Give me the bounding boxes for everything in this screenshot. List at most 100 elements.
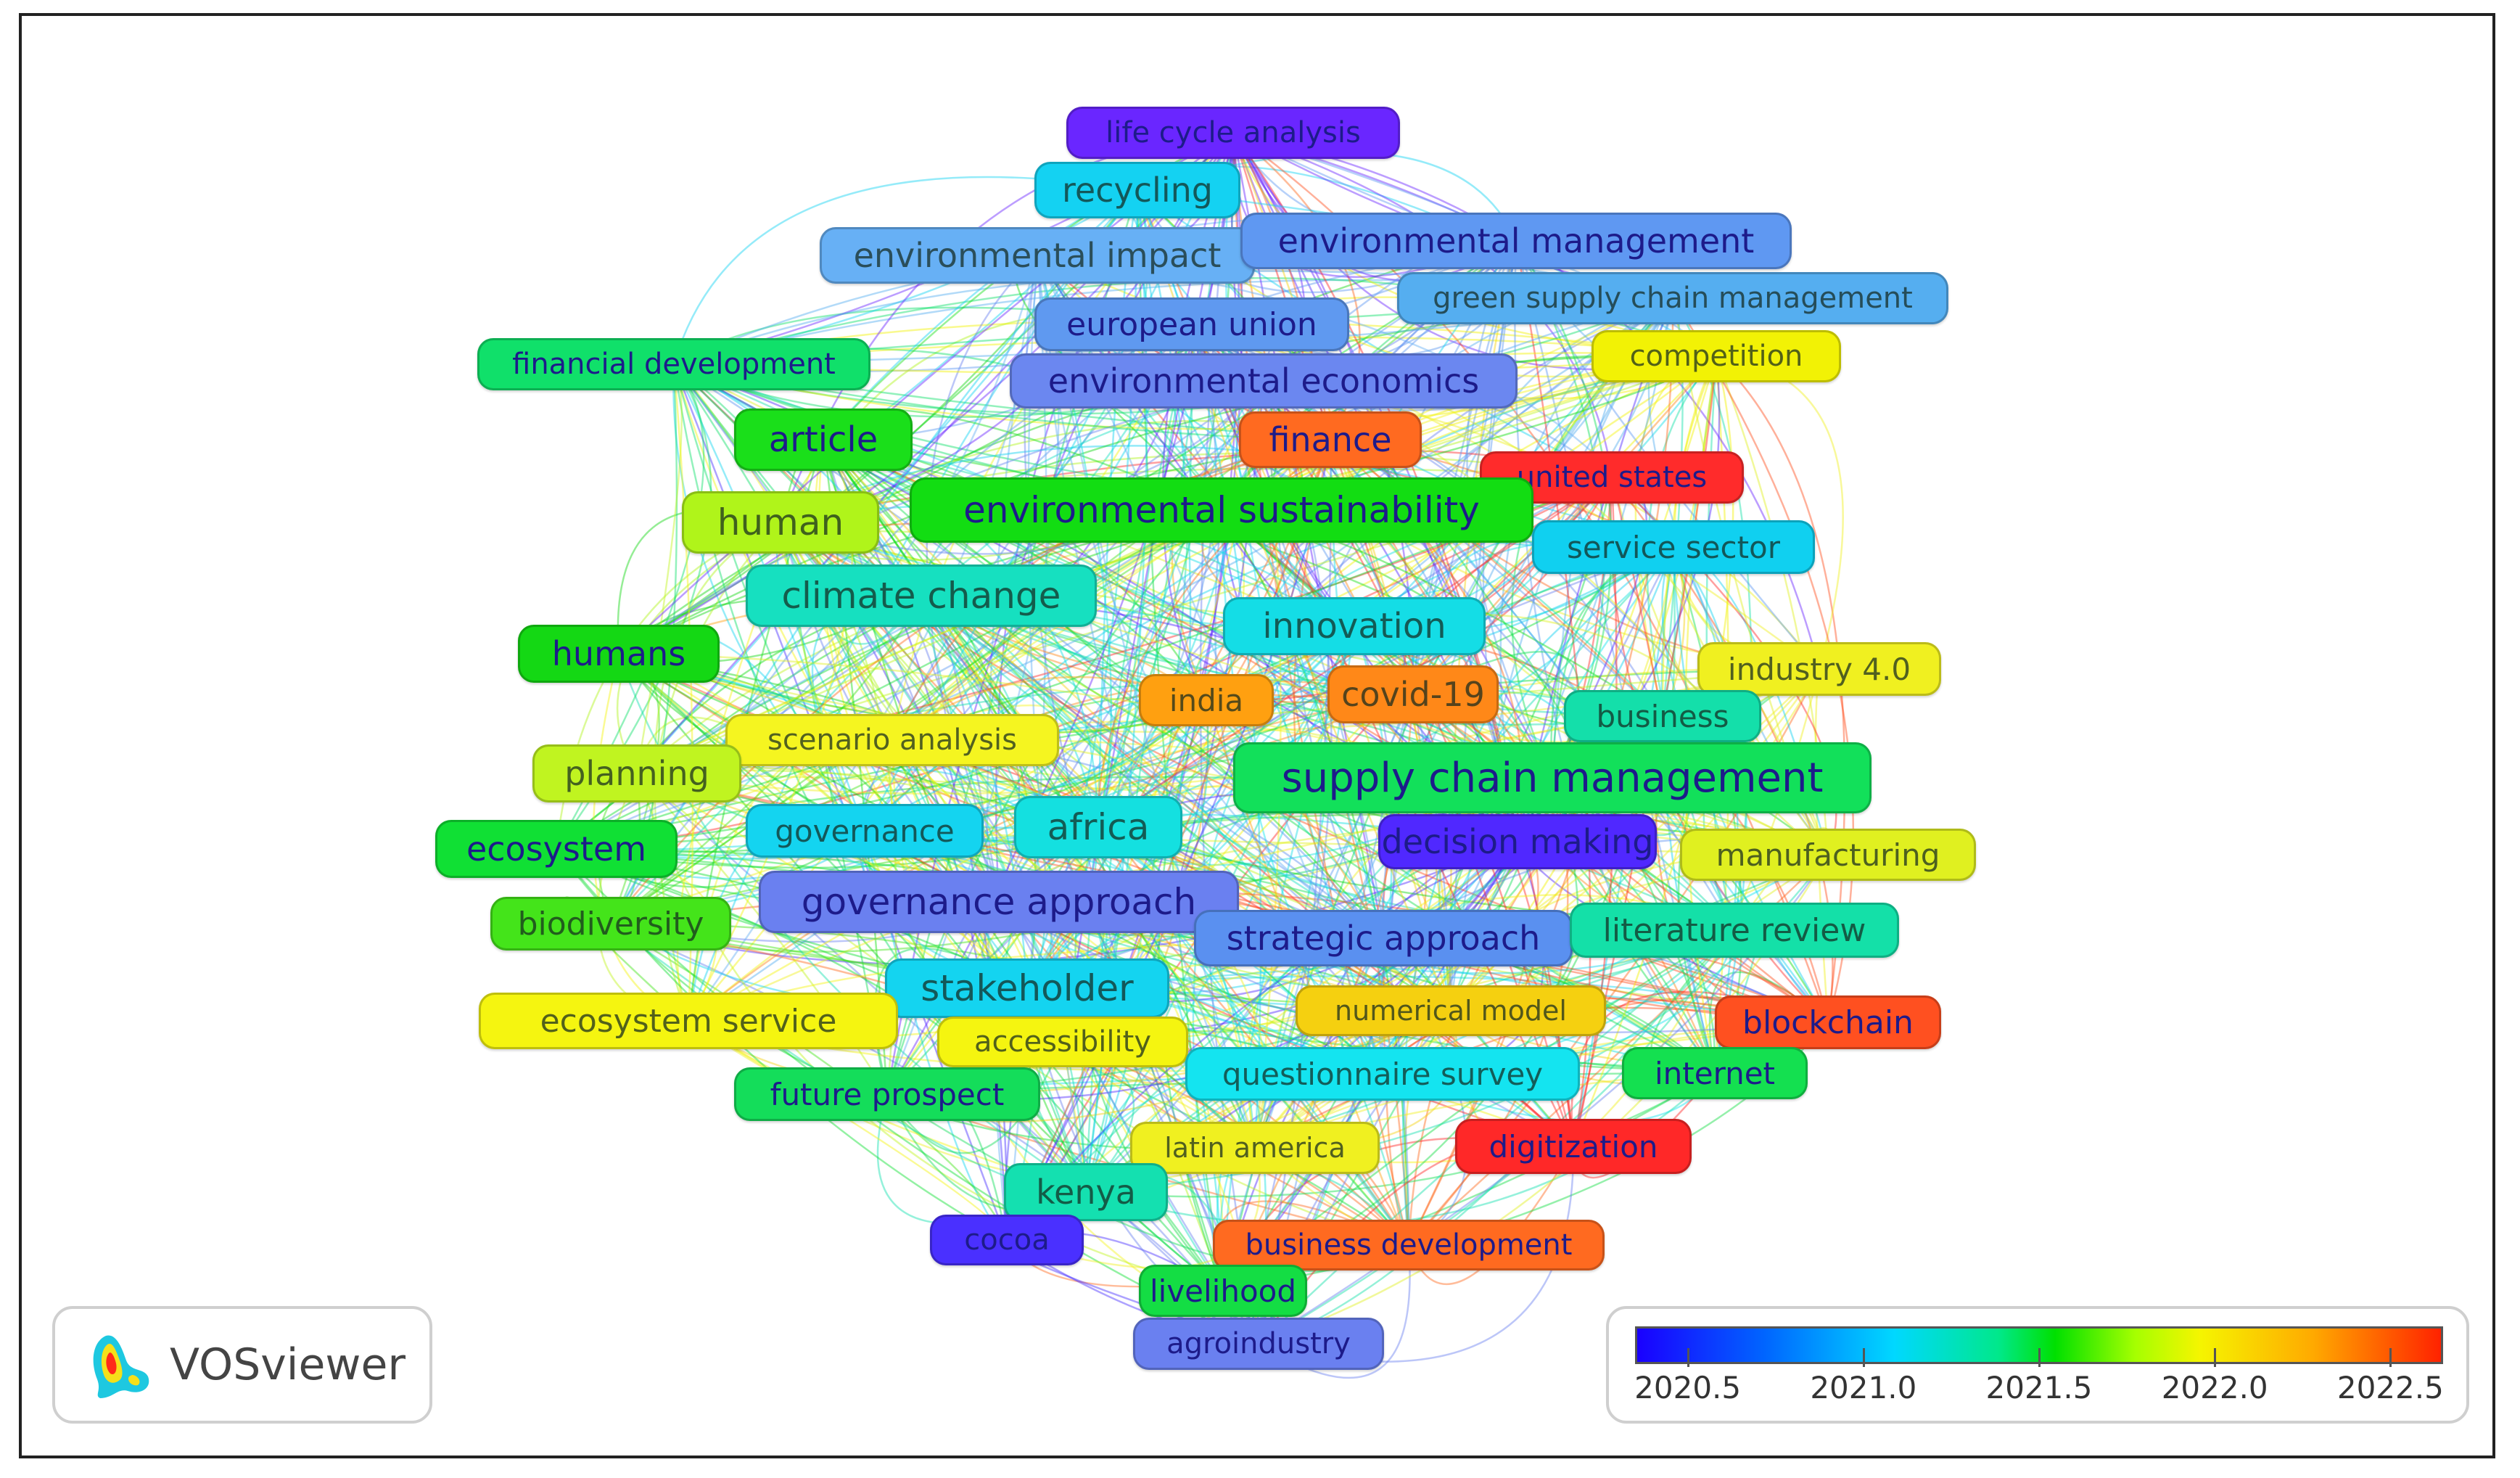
- keyword-node[interactable]: africa: [1014, 796, 1182, 858]
- legend-tick-label: 2022.0: [2161, 1370, 2268, 1405]
- link-line: [673, 364, 1410, 1246]
- link-line: [1026, 439, 1332, 989]
- keyword-node[interactable]: european union: [1034, 297, 1349, 351]
- keyword-node[interactable]: environmental sustainability: [910, 477, 1533, 543]
- keyword-node[interactable]: manufacturing: [1680, 829, 1976, 881]
- keyword-node[interactable]: life cycle analysis: [1066, 107, 1400, 159]
- keyword-node[interactable]: internet: [1622, 1047, 1808, 1099]
- keyword-node[interactable]: human: [682, 491, 879, 554]
- keyword-node[interactable]: latin america: [1130, 1122, 1380, 1174]
- keyword-node[interactable]: india: [1139, 674, 1274, 726]
- keyword-node[interactable]: digitization: [1455, 1119, 1692, 1174]
- keyword-node[interactable]: questionnaire survey: [1185, 1047, 1580, 1101]
- link-line: [618, 652, 1383, 1075]
- legend-tick-mark: [2389, 1348, 2392, 1367]
- keyword-node[interactable]: future prospect: [734, 1067, 1040, 1121]
- link-line: [864, 380, 1264, 832]
- link-line: [1572, 356, 1718, 1147]
- keyword-node[interactable]: governance: [746, 804, 984, 858]
- link-line: [673, 297, 1673, 415]
- link-line: [886, 239, 1517, 1095]
- link-line: [780, 451, 1613, 524]
- keyword-node[interactable]: governance approach: [759, 871, 1239, 933]
- link-line: [1716, 356, 1846, 1023]
- link-line: [1708, 971, 1829, 1074]
- keyword-node[interactable]: biodiversity: [490, 897, 731, 951]
- keyword-node[interactable]: cocoa: [930, 1215, 1084, 1265]
- link-line: [610, 509, 1222, 924]
- legend-tick-mark: [1687, 1348, 1689, 1367]
- link-line: [1257, 439, 1332, 1344]
- vosviewer-density-icon: [93, 1335, 149, 1398]
- legend-tick-mark: [2038, 1348, 2041, 1367]
- keyword-node[interactable]: scenario analysis: [725, 714, 1059, 766]
- keyword-node[interactable]: financial development: [477, 338, 870, 390]
- legend-tick-mark: [2214, 1348, 2217, 1367]
- link-line: [780, 521, 1663, 718]
- keyword-node[interactable]: ecosystem service: [479, 993, 898, 1049]
- link-line: [891, 438, 1331, 741]
- keyword-node[interactable]: service sector: [1532, 520, 1815, 574]
- link-line: [672, 364, 1063, 1043]
- link-line: [1005, 477, 1613, 1241]
- legend-tick-label: 2020.5: [1634, 1370, 1742, 1405]
- keyword-node[interactable]: environmental economics: [1010, 353, 1518, 408]
- keyword-node[interactable]: business: [1564, 690, 1761, 742]
- link-line: [892, 739, 1224, 1292]
- link-line: [891, 739, 1087, 1193]
- keyword-node[interactable]: finance: [1239, 411, 1422, 468]
- link-line: [921, 594, 1410, 1246]
- keyword-node[interactable]: kenya: [1004, 1163, 1168, 1221]
- keyword-node[interactable]: business development: [1213, 1220, 1605, 1270]
- link-line: [618, 379, 1264, 655]
- link-line: [556, 379, 1264, 850]
- keyword-node[interactable]: competition: [1592, 330, 1841, 382]
- keyword-node[interactable]: environmental management: [1240, 213, 1792, 269]
- keyword-node[interactable]: livelihood: [1139, 1265, 1307, 1317]
- link-line: [636, 773, 889, 1095]
- keyword-node[interactable]: stakeholder: [885, 958, 1169, 1018]
- link-line: [1646, 356, 1736, 931]
- link-line: [892, 355, 1717, 741]
- link-line: [687, 189, 1138, 1022]
- link-line: [864, 679, 1414, 832]
- link-line: [1085, 546, 1675, 1194]
- keyword-node[interactable]: blockchain: [1715, 995, 1941, 1049]
- keyword-node[interactable]: strategic approach: [1194, 910, 1573, 966]
- legend-tick-mark: [1862, 1348, 1865, 1367]
- keyword-node[interactable]: covid-19: [1327, 665, 1499, 723]
- keyword-node[interactable]: literature review: [1570, 903, 1899, 958]
- link-line: [1222, 840, 1518, 1292]
- keyword-node[interactable]: ecosystem: [435, 820, 678, 878]
- app-name: VOSviewer: [170, 1339, 406, 1390]
- link-line: [1677, 668, 1820, 1074]
- link-line: [921, 595, 1452, 1012]
- keyword-node[interactable]: numerical model: [1296, 985, 1606, 1036]
- link-line: [672, 176, 1138, 365]
- keyword-node[interactable]: planning: [532, 744, 741, 802]
- keyword-node[interactable]: agroindustry: [1133, 1318, 1384, 1370]
- link-line: [673, 355, 1717, 430]
- link-line: [688, 297, 1673, 1022]
- link-line: [687, 439, 854, 1022]
- keyword-node[interactable]: green supply chain management: [1397, 272, 1948, 324]
- keyword-node[interactable]: environmental impact: [820, 227, 1255, 284]
- link-line: [892, 739, 1452, 1011]
- keyword-node[interactable]: accessibility: [937, 1017, 1188, 1067]
- keyword-node[interactable]: industry 4.0: [1697, 642, 1941, 696]
- legend-tick-label: 2021.5: [1985, 1370, 2093, 1405]
- keyword-node[interactable]: decision making: [1378, 814, 1657, 869]
- link-line: [1515, 240, 1820, 670]
- keyword-node[interactable]: innovation: [1223, 597, 1486, 655]
- keyword-node[interactable]: supply chain management: [1233, 742, 1872, 813]
- keyword-node[interactable]: climate change: [746, 564, 1097, 627]
- link-line: [1449, 297, 1674, 1011]
- keyword-node[interactable]: recycling: [1034, 162, 1240, 218]
- link-line: [556, 847, 1256, 1149]
- link-line: [1085, 1072, 1716, 1198]
- keyword-node[interactable]: humans: [518, 625, 720, 683]
- link-line: [556, 297, 1673, 850]
- keyword-node[interactable]: article: [734, 408, 913, 471]
- vosviewer-logo: VOSviewer: [52, 1306, 432, 1424]
